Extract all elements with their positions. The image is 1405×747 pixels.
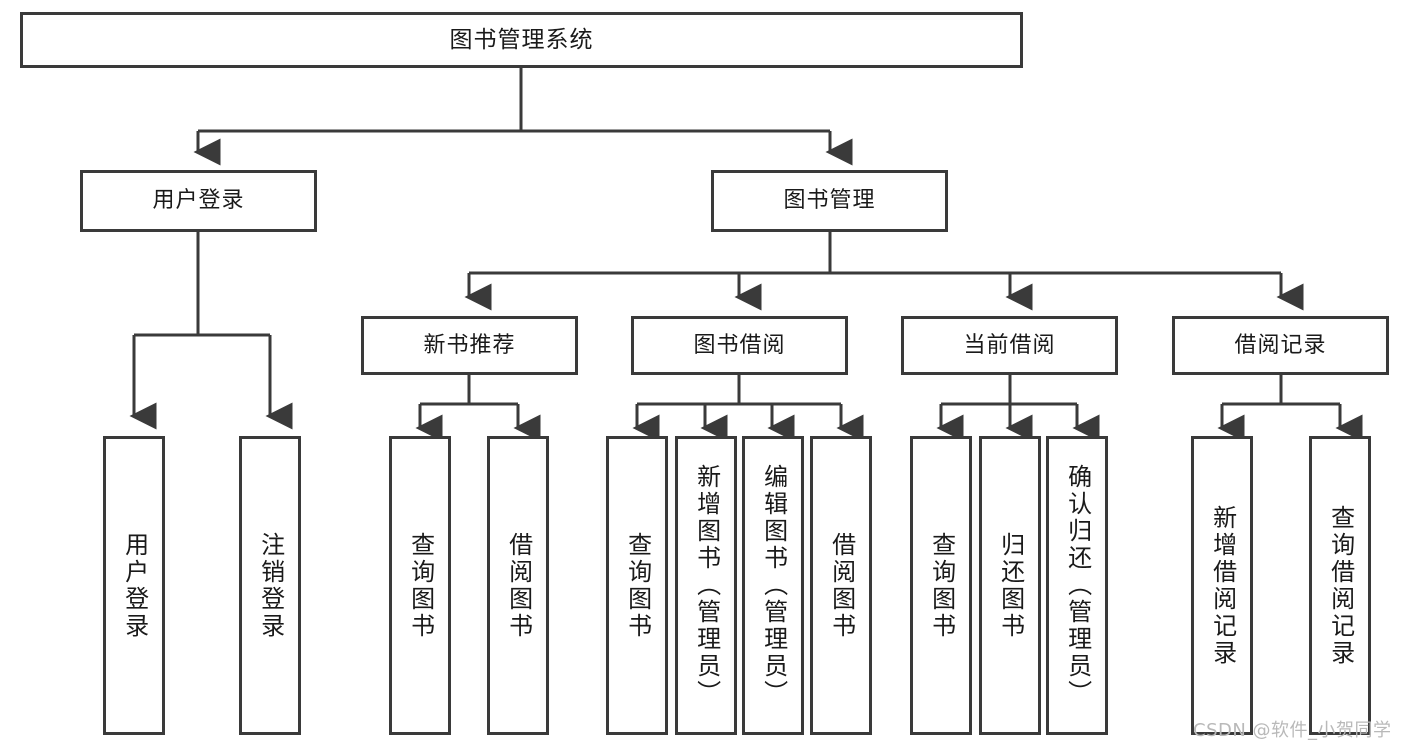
node-label: 新增图书（管理员）	[692, 464, 721, 707]
leaf-borrow-books[interactable]: 借阅图书	[810, 436, 872, 735]
node-book-management-system[interactable]: 图书管理系统	[20, 12, 1023, 68]
node-label: 查询图书	[406, 531, 435, 640]
node-label: 注销登录	[256, 531, 285, 640]
node-label: 新增借阅记录	[1208, 504, 1237, 667]
leaf-query-books-current[interactable]: 查询图书	[910, 436, 972, 735]
leaf-user-login[interactable]: 用户登录	[103, 436, 165, 735]
node-label: 查询图书	[927, 531, 956, 640]
node-book-borrowing[interactable]: 图书借阅	[631, 316, 848, 375]
node-label: 用户登录	[120, 531, 149, 640]
node-label: 确认归还（管理员）	[1063, 464, 1092, 707]
leaf-add-book-admin[interactable]: 新增图书（管理员）	[675, 436, 737, 735]
leaf-confirm-return-admin[interactable]: 确认归还（管理员）	[1046, 436, 1108, 735]
node-label: 借阅记录	[1234, 332, 1327, 358]
node-book-management[interactable]: 图书管理	[711, 170, 948, 232]
leaf-edit-book-admin[interactable]: 编辑图书（管理员）	[742, 436, 804, 735]
node-current-borrowing[interactable]: 当前借阅	[901, 316, 1118, 375]
leaf-logout[interactable]: 注销登录	[239, 436, 301, 735]
leaf-query-books-borrow[interactable]: 查询图书	[606, 436, 668, 735]
node-label: 图书借阅	[693, 332, 786, 358]
node-label: 查询借阅记录	[1326, 504, 1355, 667]
watermark-text: CSDN @软件_小贺同学	[1193, 720, 1392, 741]
node-label: 图书管理系统	[449, 26, 594, 53]
node-label: 新书推荐	[423, 332, 516, 358]
node-label: 归还图书	[996, 531, 1025, 640]
node-label: 查询图书	[623, 531, 652, 640]
leaf-query-borrow-record[interactable]: 查询借阅记录	[1309, 436, 1371, 735]
node-label: 图书管理	[783, 188, 876, 214]
node-label: 当前借阅	[963, 332, 1056, 358]
node-label: 借阅图书	[504, 531, 533, 640]
leaf-borrow-books-recommend[interactable]: 借阅图书	[487, 436, 549, 735]
leaf-return-books[interactable]: 归还图书	[979, 436, 1041, 735]
leaf-add-borrow-record[interactable]: 新增借阅记录	[1191, 436, 1253, 735]
node-label: 编辑图书（管理员）	[759, 464, 788, 707]
node-borrowing-records[interactable]: 借阅记录	[1172, 316, 1389, 375]
node-new-book-recommendation[interactable]: 新书推荐	[361, 316, 578, 375]
node-label: 借阅图书	[827, 531, 856, 640]
node-user-login[interactable]: 用户登录	[80, 170, 317, 232]
node-label: 用户登录	[152, 188, 245, 214]
leaf-query-books-recommend[interactable]: 查询图书	[389, 436, 451, 735]
